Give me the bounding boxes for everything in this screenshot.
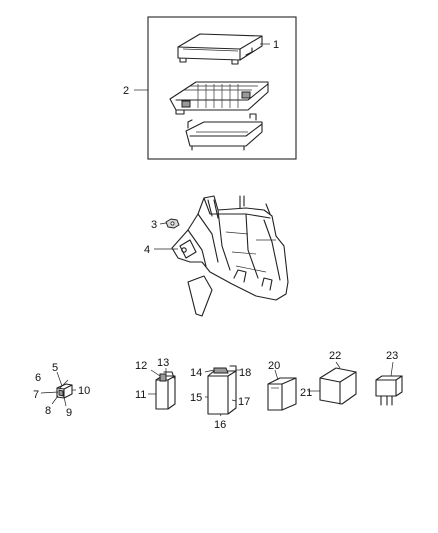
mini-fuse xyxy=(56,383,73,399)
fuse-box-tray xyxy=(185,113,263,151)
micro-relay xyxy=(375,375,403,406)
callout-17: 17 xyxy=(238,396,250,408)
cartridge-fuse-large xyxy=(207,365,237,415)
callout-23: 23 xyxy=(386,350,398,362)
callout-15: 15 xyxy=(190,392,202,404)
callout-10: 10 xyxy=(78,385,90,397)
relay-medium xyxy=(319,367,357,405)
callout-18: 18 xyxy=(239,367,251,379)
callout-13: 13 xyxy=(157,357,169,369)
mounting-bracket xyxy=(171,195,289,317)
nut xyxy=(165,218,180,229)
relay-small xyxy=(267,377,297,411)
callout-16: 16 xyxy=(214,419,226,431)
callout-12: 12 xyxy=(135,360,147,372)
callout-labels: 1 2 3 4 5 6 7 8 9 10 11 12 13 14 15 16 1… xyxy=(33,39,398,431)
callout-8: 8 xyxy=(45,405,51,417)
cartridge-fuse-small xyxy=(155,371,176,410)
fuse-block xyxy=(169,81,269,115)
callout-22: 22 xyxy=(329,350,341,362)
callout-6: 6 xyxy=(35,372,41,384)
callout-14: 14 xyxy=(190,367,202,379)
callout-20: 20 xyxy=(268,360,280,372)
callout-3: 3 xyxy=(151,219,157,231)
callout-5: 5 xyxy=(52,362,58,374)
leader-lines xyxy=(40,43,394,417)
callout-2: 2 xyxy=(123,85,129,97)
callout-21: 21 xyxy=(300,387,312,399)
callout-1: 1 xyxy=(273,39,279,51)
callout-7: 7 xyxy=(33,389,39,401)
callout-11: 11 xyxy=(135,389,146,401)
callout-9: 9 xyxy=(66,407,72,419)
assembly-frame xyxy=(147,16,297,160)
callout-4: 4 xyxy=(144,244,150,256)
fuse-box-cover xyxy=(177,33,263,65)
